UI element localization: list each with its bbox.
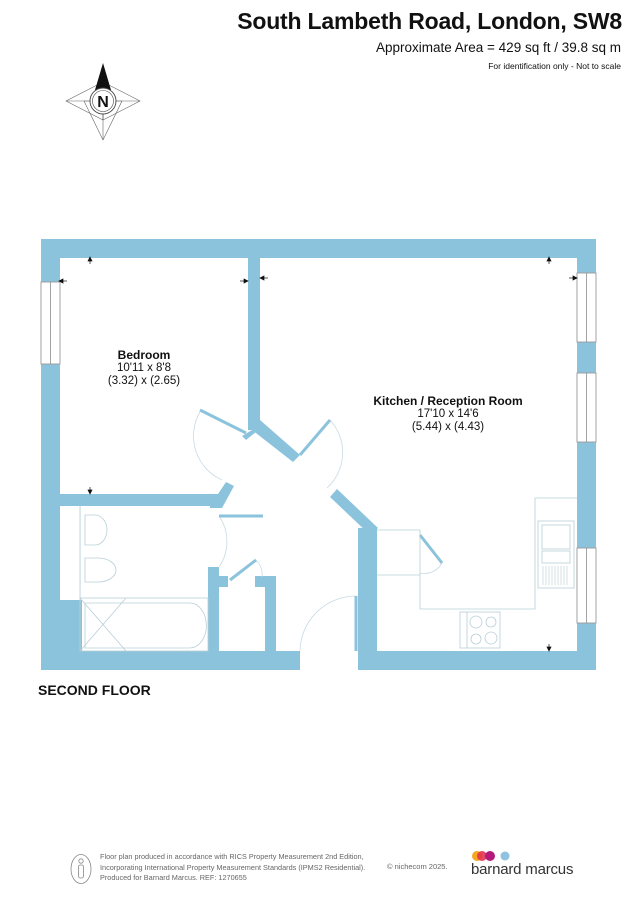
person-icon bbox=[70, 854, 92, 884]
copyright: © nichecom 2025. bbox=[387, 862, 448, 871]
footer-disclaimer: Floor plan produced in accordance with R… bbox=[100, 852, 365, 884]
svg-text:N: N bbox=[97, 94, 109, 111]
door-leaves bbox=[199, 408, 444, 651]
approximate-area: Approximate Area = 429 sq ft / 39.8 sq m bbox=[375, 40, 621, 55]
disclaimer: For identification only - Not to scale bbox=[488, 61, 621, 71]
room-name: Kitchen / Reception Room bbox=[373, 394, 523, 408]
room-label-bedroom: Bedroom 10'11 x 8'8 (3.32) x (2.65) bbox=[108, 349, 180, 388]
footer-line-3: Produced for Barnard Marcus. REF: 127065… bbox=[100, 873, 247, 882]
brand-dots-icon bbox=[472, 851, 510, 861]
footer-line-2: Incorporating International Property Mea… bbox=[100, 862, 366, 872]
room-name: Bedroom bbox=[117, 348, 171, 362]
room-label-kitchen-reception: Kitchen / Reception Room 17'10 x 14'6 (5… bbox=[373, 395, 522, 434]
brand-logo: barnard marcus bbox=[471, 850, 591, 886]
fixtures bbox=[79, 497, 577, 652]
room-size-metric: (3.32) x (2.65) bbox=[107, 375, 181, 387]
room-size-imperial: 10'11 x 8'8 bbox=[116, 362, 172, 374]
brand-name: barnard marcus bbox=[471, 861, 574, 878]
room-size-imperial: 17'10 x 14'6 bbox=[417, 408, 479, 420]
property-title: South Lambeth Road, London, SW8 bbox=[237, 8, 622, 34]
footer-line-1: Floor plan produced in accordance with R… bbox=[100, 852, 364, 861]
doors bbox=[193, 411, 443, 652]
floor-label: SECOND FLOOR bbox=[38, 682, 151, 698]
measurement-markers bbox=[58, 256, 578, 652]
room-size-metric: (5.44) x (4.43) bbox=[411, 421, 485, 433]
compass-north-icon: N bbox=[65, 63, 141, 141]
windows bbox=[40, 272, 597, 624]
walls bbox=[41, 239, 596, 670]
